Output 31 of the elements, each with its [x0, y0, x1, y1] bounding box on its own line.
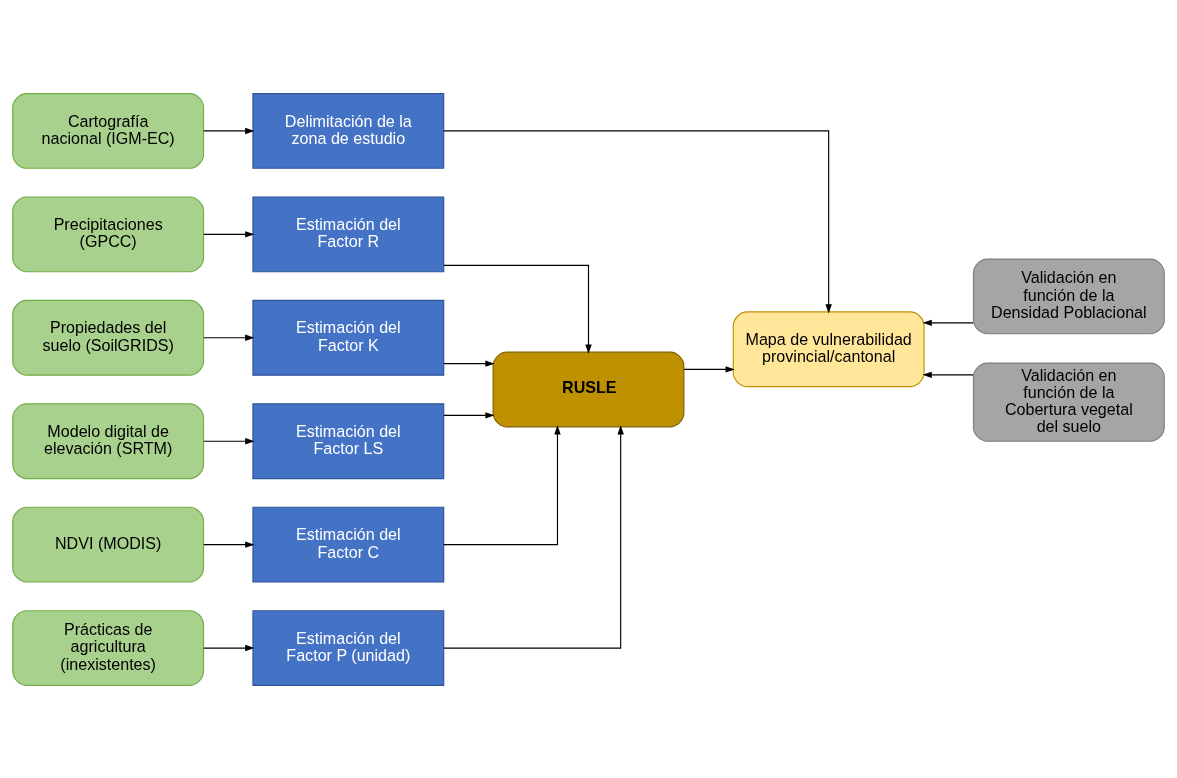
arrow	[922, 371, 974, 378]
node-box: Validación en función de la Cobertura vegetal del suelo	[972, 362, 1165, 442]
node-box: Cartografía nacional (IGM-EC)	[12, 92, 205, 169]
arrow	[443, 411, 495, 419]
arrow	[443, 359, 495, 367]
arrow	[683, 365, 735, 373]
node-box: Estimación del Factor LS	[252, 402, 445, 479]
node-box: Estimación del Factor P (unidad)	[252, 609, 445, 686]
arrow	[203, 540, 255, 548]
arrow	[443, 129, 832, 313]
node-box: Precipitaciones (GPCC)	[12, 195, 205, 272]
node-box: Propiedades del suelo (SoilGRIDS)	[12, 299, 205, 376]
arrow	[443, 424, 624, 649]
node-box: Estimación del Factor K	[252, 299, 445, 376]
node-box: Estimación del Factor C	[252, 506, 445, 583]
node-box: Mapa de vulnerabilidad provincial/cantonal	[732, 310, 925, 387]
arrow	[203, 437, 255, 444]
node-box: Prácticas de agricultura (inexistentes)	[12, 609, 205, 686]
arrow	[203, 644, 255, 651]
arrow	[203, 334, 255, 341]
arrow	[922, 319, 974, 326]
node-box: Validación en función de la Densidad Poblacional	[972, 258, 1165, 334]
arrow	[443, 424, 561, 545]
node-box: RUSLE	[492, 351, 685, 427]
arrow	[203, 230, 255, 238]
arrow	[443, 264, 592, 354]
node-box: Modelo digital de elevación (SRTM)	[12, 402, 205, 479]
node-box: NDVI (MODIS)	[12, 506, 205, 583]
node-box: Delimitación de la zona de estudio	[252, 92, 445, 169]
arrow	[203, 127, 255, 134]
node-box: Estimación del Factor R	[252, 195, 445, 272]
